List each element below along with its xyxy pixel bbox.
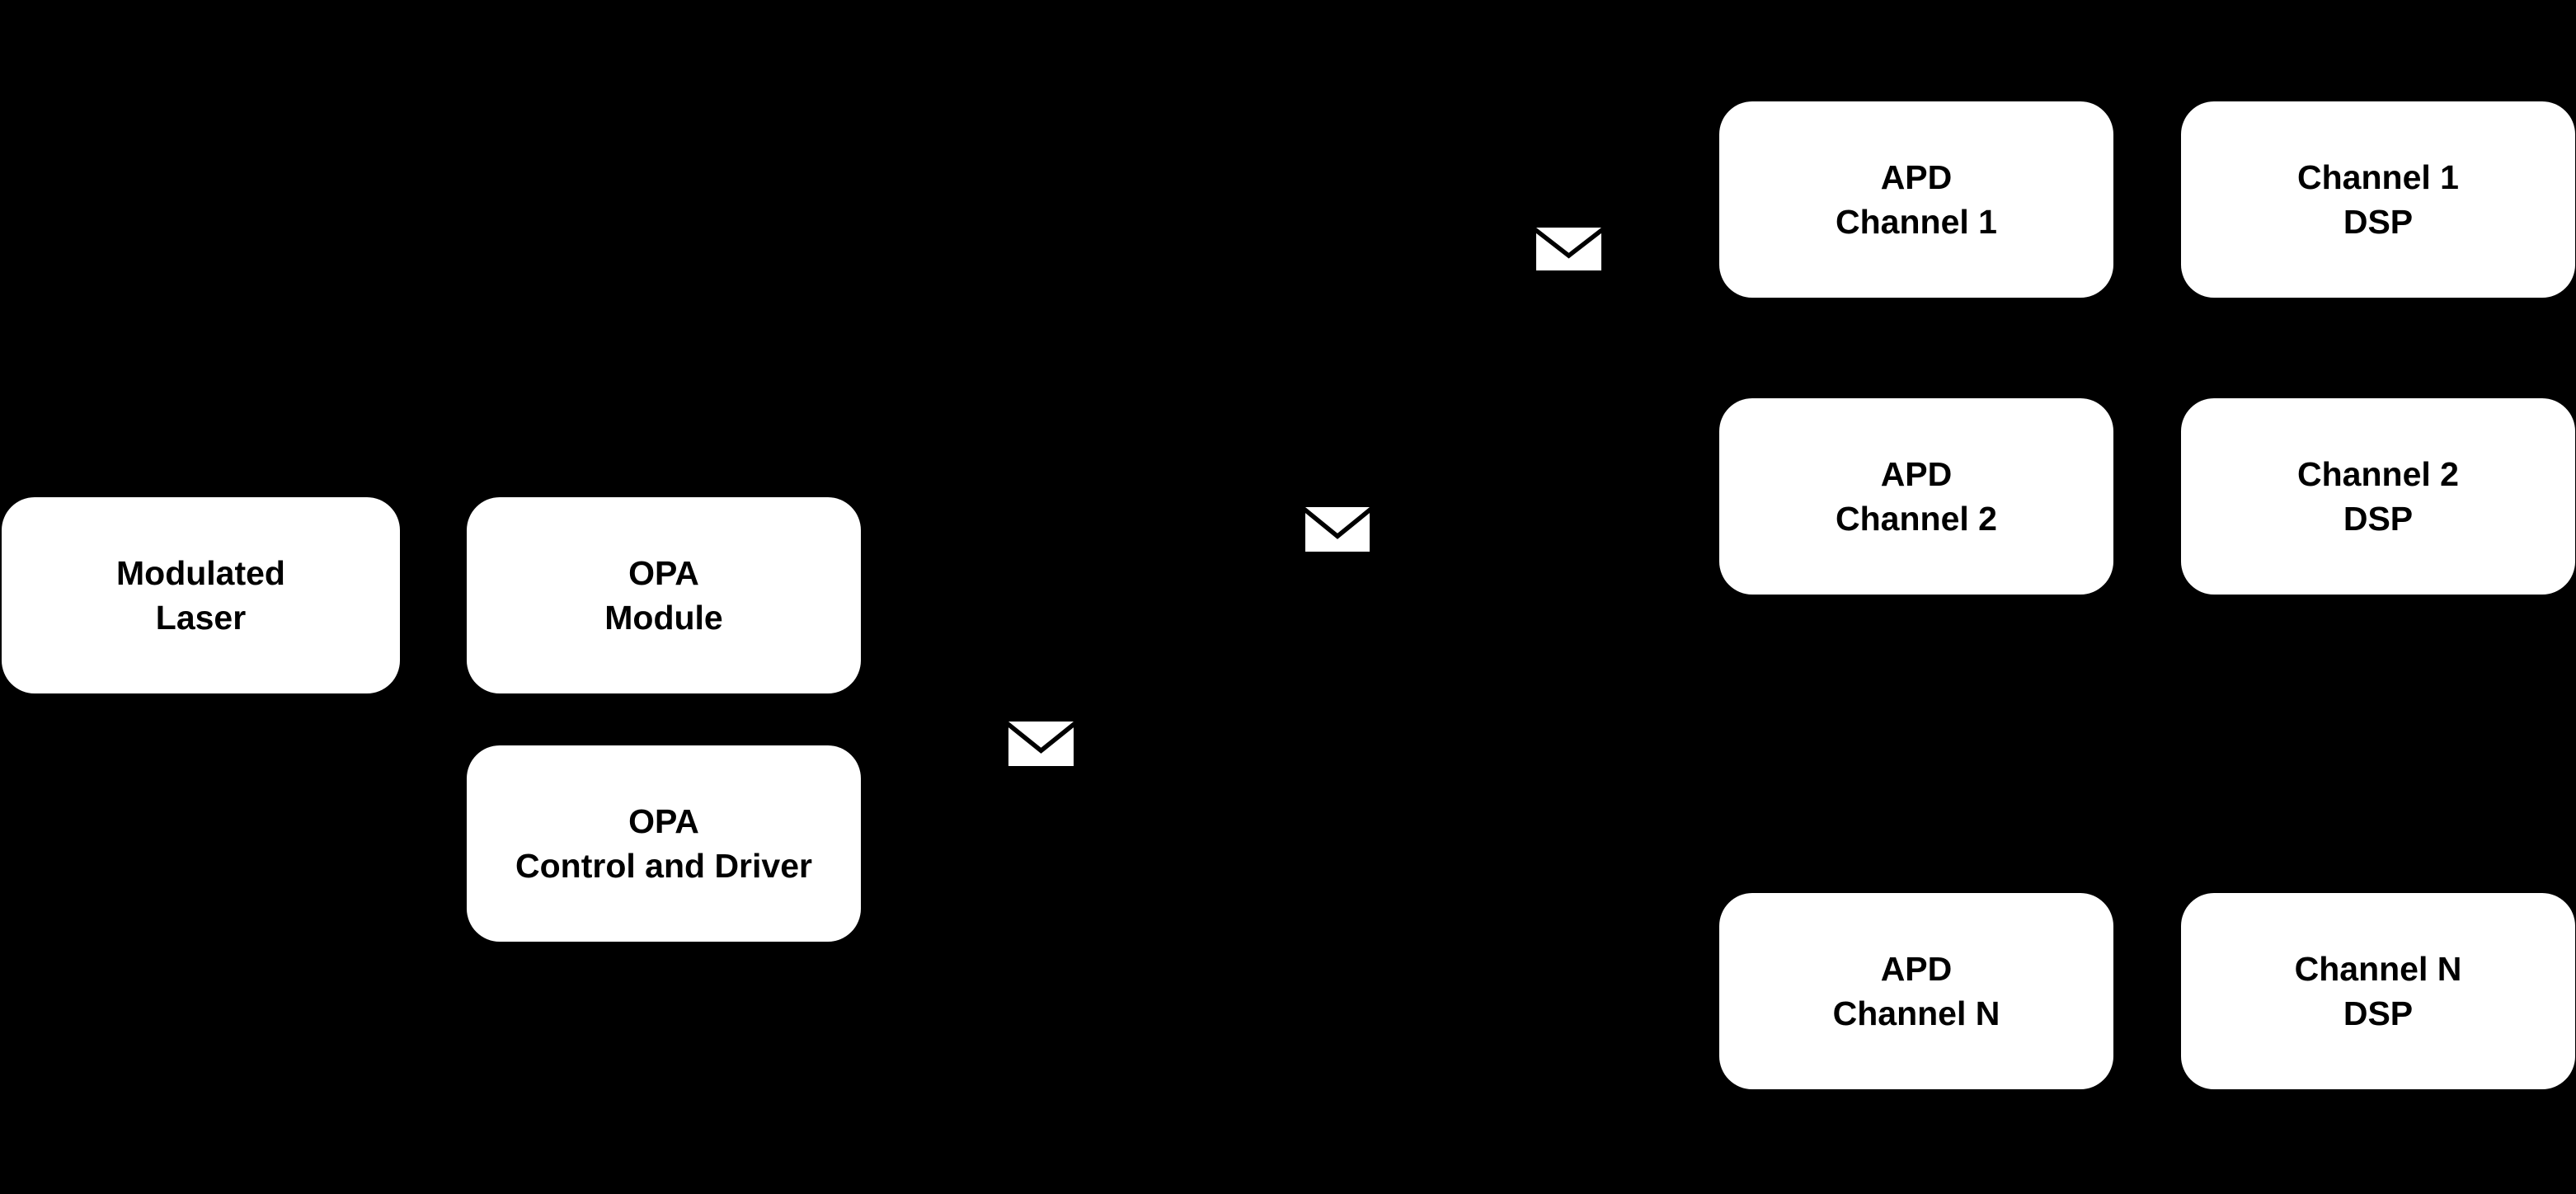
- node-channel-1-dsp[interactable]: Channel 1 DSP: [2181, 101, 2575, 298]
- envelope-glyph: [1536, 228, 1601, 270]
- envelope-beam-1-icon: [1536, 228, 1601, 270]
- node-label-line1: Modulated: [116, 553, 285, 592]
- node-opa-control-and-driver[interactable]: OPA Control and Driver: [467, 745, 861, 942]
- node-apd-channel-2[interactable]: APD Channel 2: [1719, 398, 2113, 595]
- node-label-line2: Control and Driver: [515, 847, 812, 885]
- envelope-glyph: [1008, 722, 1074, 766]
- node-opa-module[interactable]: OPA Module: [467, 497, 861, 693]
- node-label-line2: Laser: [155, 599, 247, 637]
- node-label-line1: OPA: [628, 553, 699, 592]
- node-label-line1: APD: [1880, 454, 1953, 493]
- node-label-line2: DSP: [2343, 203, 2414, 241]
- node-label-line1: Channel 1: [2297, 157, 2459, 196]
- envelope-beam-3-icon: [1008, 722, 1074, 766]
- node-label-line2: Channel 2: [1836, 500, 1997, 538]
- node-label-line1: APD: [1880, 949, 1953, 988]
- node-label-line2: Channel 1: [1836, 203, 1997, 241]
- node-label-line1: OPA: [628, 801, 699, 840]
- node-label-line2: DSP: [2343, 500, 2414, 538]
- node-apd-channel-1[interactable]: APD Channel 1: [1719, 101, 2113, 298]
- envelope-glyph: [1305, 507, 1370, 552]
- node-label-line1: APD: [1880, 157, 1953, 196]
- node-channel-2-dsp[interactable]: Channel 2 DSP: [2181, 398, 2575, 595]
- node-label-line2: Channel N: [1832, 994, 2000, 1032]
- node-label-line2: DSP: [2343, 994, 2414, 1032]
- node-apd-channel-n[interactable]: APD Channel N: [1719, 893, 2113, 1089]
- node-label-line2: Module: [604, 599, 723, 637]
- node-label-line1: Channel N: [2294, 949, 2462, 988]
- node-label-line1: Channel 2: [2297, 454, 2459, 493]
- envelope-beam-2-icon: [1305, 507, 1370, 552]
- node-channel-n-dsp[interactable]: Channel N DSP: [2181, 893, 2575, 1089]
